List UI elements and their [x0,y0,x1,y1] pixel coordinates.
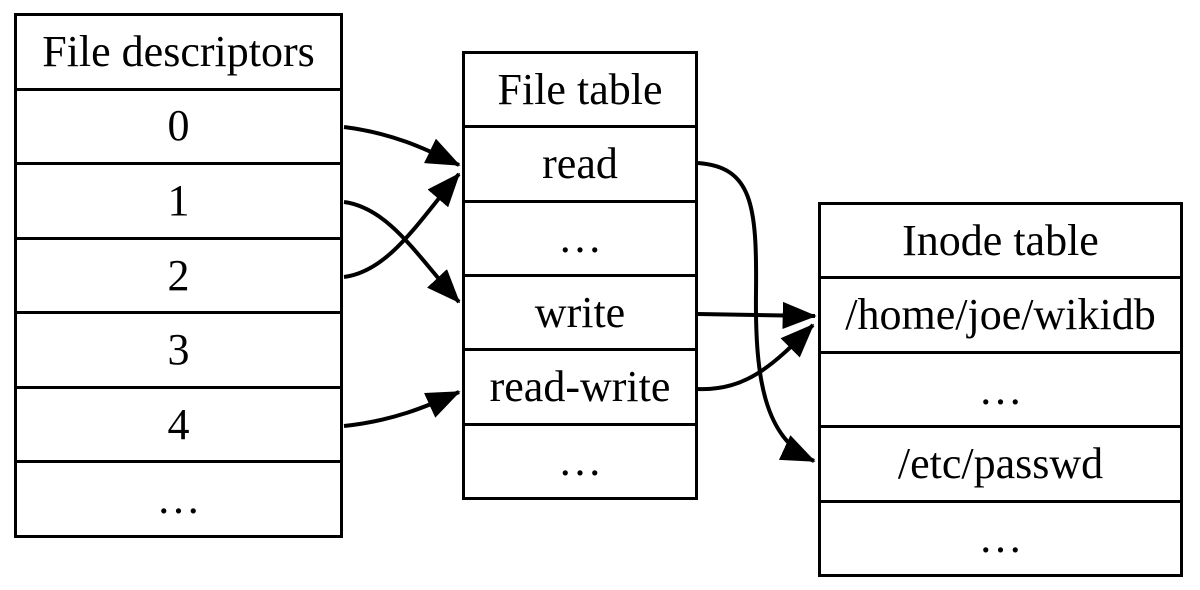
inode-row-ellipsis-1: … [821,350,1180,425]
inode-table-title: Inode table [902,215,1099,265]
arrow-fd4-to-read-write [343,390,461,428]
arrow-fd1-to-write [343,200,461,304]
inode-table: Inode table /home/joe/wikidb … /etc/pass… [818,202,1183,577]
arrow-read-write-to-home-joe-wikidb [697,323,815,392]
fd-row-1: 1 [17,162,340,237]
arrow-fd0-to-read [343,125,461,167]
file-descriptors-table: File descriptors 0 1 2 3 4 … [14,13,343,538]
file-descriptors-title: File descriptors [42,26,315,76]
file-table-row-read-write: read-write [465,348,695,422]
fd-row-4: 4 [17,385,340,461]
fd-row-3: 3 [17,311,340,386]
arrow-fd2-to-read [343,172,461,279]
arrow-write-to-home-joe-wikidb [697,301,817,330]
inode-row-home-joe-wikidb: /home/joe/wikidb [821,276,1180,350]
file-table-row-ellipsis-1: … [465,199,695,274]
arrow-read-to-etc-passwd [697,161,816,463]
inode-row-ellipsis-2: … [821,499,1180,574]
fd-row-2: 2 [17,236,340,312]
file-table-row-read: read [465,125,695,199]
inode-row-etc-passwd: /etc/passwd [821,425,1180,499]
file-table-title: File table [497,64,663,114]
file-table-row-ellipsis-2: … [465,422,695,497]
file-table: File table read … write read-write … [462,51,698,500]
fd-row-ellipsis: … [17,460,340,535]
file-table-row-write: write [465,273,695,348]
fd-row-0: 0 [17,87,340,163]
